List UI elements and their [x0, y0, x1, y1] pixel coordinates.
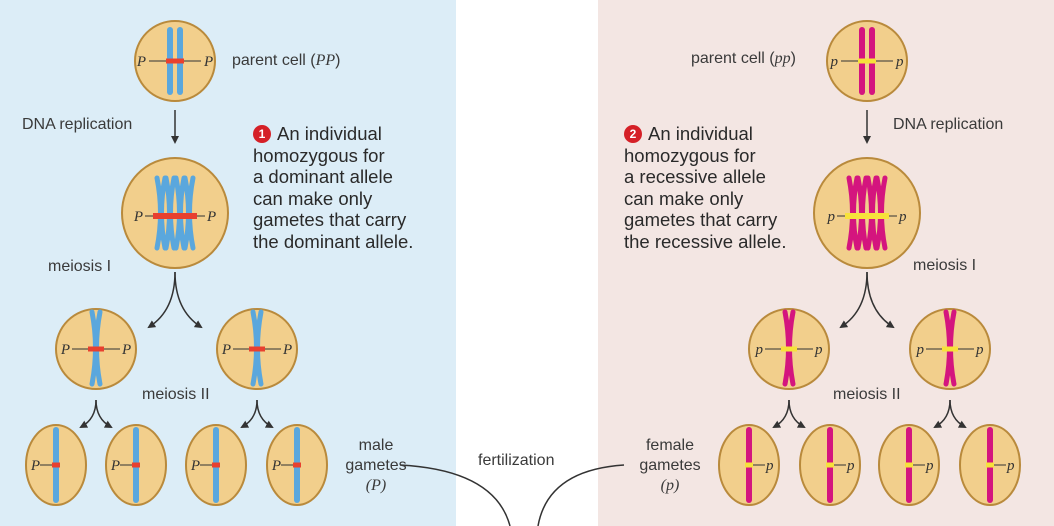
- note-number-badge: 2: [624, 125, 642, 143]
- parent-cell-label-right: parent cell (pp): [691, 50, 796, 67]
- gamete-cell: p: [799, 424, 861, 506]
- dna-replication-label-right: DNA replication: [893, 116, 1004, 133]
- allele-band: [858, 58, 876, 64]
- allele-label: P: [136, 54, 146, 70]
- allele-band: [745, 462, 753, 468]
- allele-band: [986, 462, 994, 468]
- note-number-badge: 1: [253, 125, 271, 143]
- meiosis-1-arrow: [147, 271, 176, 329]
- allele-label: p: [975, 342, 984, 358]
- meiosis-2-arrow: [772, 399, 790, 428]
- allele-label: P: [282, 342, 292, 358]
- allele-band: [781, 346, 797, 352]
- gamete-cell: p: [959, 424, 1021, 506]
- allele-label: p: [925, 458, 934, 474]
- gamete-cell: P: [266, 424, 328, 506]
- meiosis-2-arrow: [788, 399, 806, 428]
- meiosis-2-arrow: [256, 399, 274, 428]
- female-gametes-label: female gametes (p): [639, 437, 701, 494]
- allele-label: P: [221, 342, 231, 358]
- allele-band: [212, 462, 220, 468]
- meiosis-1-label-right: meiosis I: [913, 257, 977, 274]
- allele-band: [132, 462, 140, 468]
- meiosis-2-arrow: [949, 399, 967, 428]
- allele-label: p: [814, 342, 823, 358]
- male-gametes-label: male gametes (P): [345, 437, 407, 494]
- allele-label: P: [206, 209, 216, 225]
- meiosis-2-arrow: [79, 399, 97, 428]
- allele-label: p: [846, 458, 855, 474]
- gamete-cell: P: [25, 424, 87, 506]
- allele-band: [88, 346, 104, 352]
- fertilization-curve-female: [537, 464, 625, 526]
- allele-label: P: [133, 209, 143, 225]
- allele-label: P: [271, 458, 281, 474]
- meiosis-2-arrow: [933, 399, 951, 428]
- allele-label: p: [898, 209, 907, 225]
- allele-label: p: [827, 209, 836, 225]
- allele-label: p: [916, 342, 925, 358]
- meiosis-2-label-right: meiosis II: [833, 386, 901, 403]
- allele-band: [153, 213, 197, 219]
- gamete-cell: P: [105, 424, 167, 506]
- allele-band: [249, 346, 265, 352]
- allele-label: p: [755, 342, 764, 358]
- allele-band: [905, 462, 913, 468]
- allele-band: [166, 58, 184, 64]
- allele-label: P: [203, 54, 213, 70]
- gamete-cell: p: [718, 424, 780, 506]
- allele-band: [293, 462, 301, 468]
- meiosis-2-arrow: [95, 399, 113, 428]
- allele-band: [845, 213, 889, 219]
- meiosis-1-label-left: meiosis I: [48, 258, 112, 275]
- allele-label: p: [830, 54, 839, 70]
- allele-label: p: [765, 458, 774, 474]
- gamete-cell: P: [185, 424, 247, 506]
- allele-band: [942, 346, 958, 352]
- fertilization-curve-male: [399, 464, 511, 526]
- allele-label: P: [30, 458, 40, 474]
- parent-cell-label-left: parent cell (PP): [232, 52, 341, 69]
- meiosis-2-label-left: meiosis II: [142, 386, 210, 403]
- allele-label: P: [110, 458, 120, 474]
- allele-label: P: [60, 342, 70, 358]
- allele-band: [52, 462, 60, 468]
- fertilization-label: fertilization: [478, 452, 555, 469]
- allele-label: p: [895, 54, 904, 70]
- dna-replication-label-left: DNA replication: [22, 116, 133, 133]
- allele-label: P: [190, 458, 200, 474]
- meiosis-2-arrow: [240, 399, 258, 428]
- meiosis-1-arrow: [866, 271, 895, 329]
- allele-band: [826, 462, 834, 468]
- gamete-cell: p: [878, 424, 940, 506]
- meiosis-1-arrow: [839, 271, 868, 329]
- allele-label: p: [1006, 458, 1015, 474]
- meiosis-1-arrow: [174, 271, 203, 329]
- allele-label: P: [121, 342, 131, 358]
